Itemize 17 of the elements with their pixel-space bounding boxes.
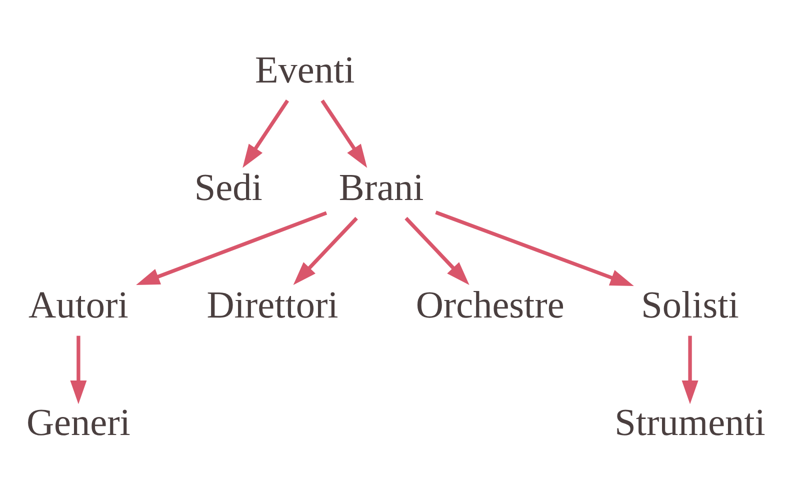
arrow <box>404 216 470 284</box>
node-text: Orchestre <box>416 284 564 326</box>
arrow <box>70 335 87 404</box>
node-text: Sedi <box>194 166 262 208</box>
arrow <box>136 210 328 285</box>
arrow <box>242 99 290 168</box>
arrow <box>293 216 358 284</box>
node-text: Solisti <box>641 284 739 326</box>
node-text: Brani <box>338 166 424 208</box>
arrow <box>435 210 634 286</box>
node-text: Eventi <box>254 48 355 91</box>
arrow <box>682 335 698 404</box>
node-text: Strumenti <box>614 402 766 444</box>
node-text: Generi <box>26 402 130 444</box>
node-text: Autori <box>28 284 128 326</box>
arrow <box>320 99 368 168</box>
node-text: Direttori <box>206 284 338 326</box>
